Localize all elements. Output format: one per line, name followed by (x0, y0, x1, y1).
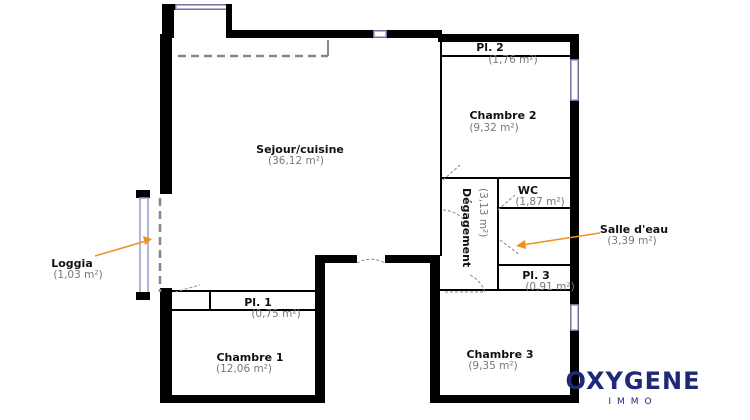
partitions (158, 40, 572, 311)
room-area: (1,03 m²) (53, 269, 102, 281)
room-name: WC (518, 184, 538, 197)
room-loggia: Loggia (1,03 m²) (51, 236, 152, 281)
room-sejour: Sejour/cuisine (36,12 m²) (256, 143, 344, 167)
logo-text: OXYGENE (565, 367, 700, 395)
room-name: Dégagement (460, 188, 473, 267)
room-area: (12,06 m²) (216, 363, 272, 375)
room-degagement: Dégagement (3,13 m²) (460, 188, 489, 267)
room-chambre2: Chambre 2 (9,32 m²) (469, 109, 536, 134)
pointer-arrow (94, 240, 147, 257)
room-name: Pl. 2 (476, 41, 504, 54)
room-name: Pl. 1 (244, 296, 272, 309)
room-area: (3,39 m²) (607, 235, 656, 247)
room-name: Chambre 1 (216, 351, 283, 364)
room-name: Salle d'eau (600, 223, 668, 236)
arrowhead (143, 236, 152, 245)
pointer-arrow (521, 232, 601, 246)
room-name: Loggia (51, 257, 93, 270)
room-area: (36,12 m²) (268, 155, 324, 167)
logo-subtext: IMMO (608, 397, 657, 407)
room-area: (9,32 m²) (469, 122, 518, 134)
oxygene-logo: OXYGENE IMMO (565, 367, 700, 407)
room-wc: WC (1,87 m²) (515, 184, 564, 208)
room-area: (0,91 m²) (525, 281, 574, 293)
room-area: (3,13 m²) (477, 188, 489, 237)
room-name: Pl. 3 (522, 269, 550, 282)
room-chambre1: Chambre 1 (12,06 m²) (216, 351, 284, 375)
room-salle-deau: Salle d'eau (3,39 m²) (516, 223, 668, 249)
room-name: Chambre 3 (466, 348, 533, 361)
room-pl1: Pl. 1 (0,75 m²) (244, 296, 300, 320)
room-area: (1,76 m²) (488, 54, 537, 66)
room-name: Chambre 2 (469, 109, 536, 122)
room-chambre3: Chambre 3 (9,35 m²) (466, 348, 533, 372)
room-area: (1,87 m²) (515, 196, 564, 208)
room-pl2: Pl. 2 (1,76 m²) (476, 41, 537, 66)
room-area: (9,35 m²) (468, 360, 517, 372)
room-area: (0,75 m²) (251, 308, 300, 320)
room-name: Sejour/cuisine (256, 143, 344, 156)
arrowhead (516, 240, 526, 249)
walls (136, 4, 579, 403)
room-pl3: Pl. 3 (0,91 m²) (522, 269, 574, 293)
